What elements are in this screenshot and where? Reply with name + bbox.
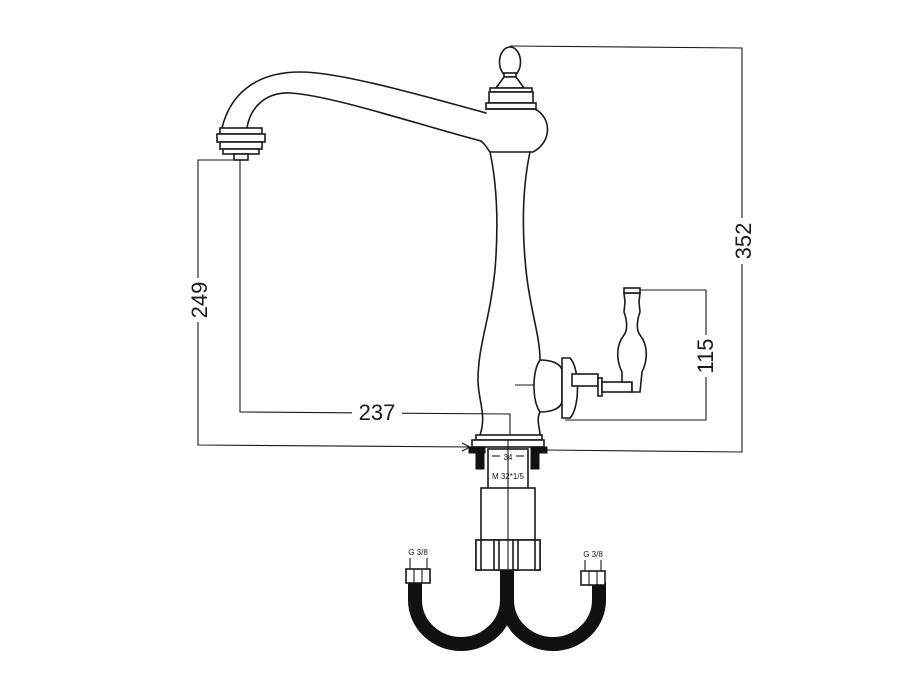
- mounting-assembly: [468, 440, 548, 571]
- right-hose-label: G 3/8: [583, 550, 603, 559]
- right-hose-nut: [580, 570, 606, 586]
- dim-115-label: 115: [693, 338, 718, 373]
- dim-352-label: 352: [731, 223, 756, 260]
- dimension-lines: [197, 45, 743, 453]
- left-hose-nut: [405, 568, 431, 584]
- supply-hoses: [405, 558, 606, 651]
- left-hose-label: G 3/8: [408, 548, 428, 557]
- spout: [216, 71, 487, 161]
- base-diameter-label: 34: [504, 453, 513, 462]
- dim-237-label: 237: [359, 400, 396, 425]
- faucet-body: [471, 151, 545, 448]
- dim-249-line: [197, 159, 471, 448]
- faucet-head: [480, 46, 549, 153]
- lever-handle: [533, 287, 648, 419]
- thread-label: M 32*1/5: [492, 472, 525, 481]
- dim-249-label: 249: [187, 282, 212, 319]
